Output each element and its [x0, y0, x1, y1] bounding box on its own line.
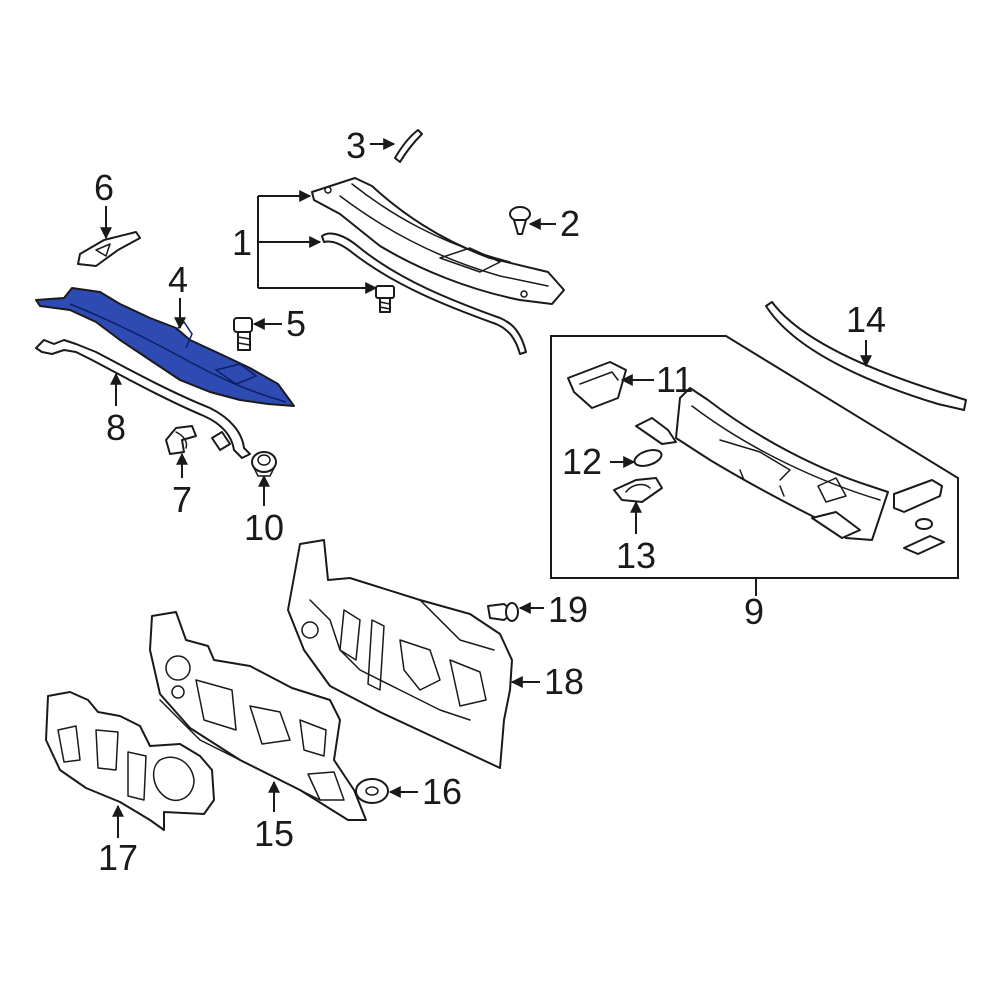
callout-16: 16 — [422, 771, 462, 812]
part-17-insulator[interactable] — [45, 691, 215, 831]
part-1-bolt[interactable] — [375, 285, 395, 313]
part-9-side-bracket[interactable] — [893, 479, 945, 555]
part-6-bracket[interactable] — [77, 231, 141, 267]
callout-18: 18 — [544, 661, 584, 702]
callout-7: 7 — [172, 479, 192, 520]
part-13-bracket[interactable] — [613, 477, 663, 503]
part-3-strip[interactable] — [394, 129, 423, 163]
part-9-cowl-assembly[interactable] — [675, 387, 889, 541]
callout-4: 4 — [168, 259, 188, 300]
part-2-clip[interactable] — [509, 206, 531, 235]
callout-1: 1 — [232, 222, 252, 263]
callout-5: 5 — [286, 303, 306, 344]
callout-13: 13 — [616, 535, 656, 576]
leader-lines — [100, 138, 872, 838]
callout-8: 8 — [106, 407, 126, 448]
callout-14: 14 — [846, 299, 886, 340]
part-9-small-bracket[interactable] — [635, 417, 677, 445]
part-14-weatherstrip[interactable] — [765, 301, 967, 411]
part-7-clamp[interactable] — [165, 425, 197, 455]
part-1-cowl-panel[interactable] — [311, 177, 565, 305]
part-10-grommet[interactable] — [251, 451, 277, 477]
part-11-bracket[interactable] — [567, 361, 627, 409]
callout-9: 9 — [744, 591, 764, 632]
part-19-push-pin[interactable] — [487, 602, 519, 622]
part-12-pad[interactable] — [633, 447, 664, 469]
callout-6: 6 — [94, 167, 114, 208]
callout-12: 12 — [562, 441, 602, 482]
part-8-hose[interactable] — [35, 339, 251, 459]
callout-2: 2 — [560, 203, 580, 244]
callout-15: 15 — [254, 813, 294, 854]
part-1-seal-strip[interactable] — [321, 232, 527, 355]
part-16-grommet[interactable] — [355, 778, 389, 804]
callout-3: 3 — [346, 125, 366, 166]
part-5-bolt[interactable] — [233, 317, 253, 351]
callout-17: 17 — [98, 837, 138, 878]
part-18-dash-insulator[interactable] — [287, 539, 513, 769]
callout-11: 11 — [656, 359, 693, 400]
callout-19: 19 — [548, 589, 588, 630]
callout-labels: 1 2 3 4 5 6 7 8 9 10 11 12 13 14 15 16 1… — [94, 125, 886, 878]
part-15-dash-insulator[interactable] — [149, 611, 367, 821]
part-9-assembly-box — [550, 335, 959, 579]
callout-10: 10 — [244, 507, 284, 548]
